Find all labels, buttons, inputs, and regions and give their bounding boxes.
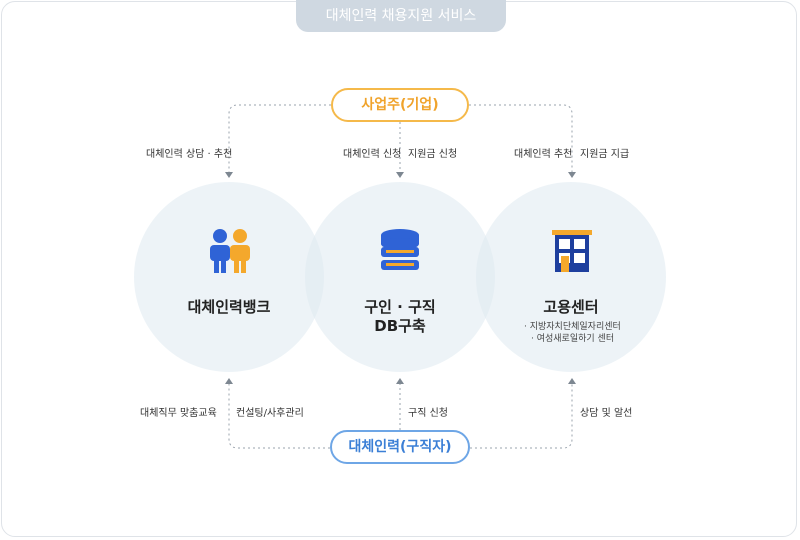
circle-center	[476, 182, 666, 372]
building-icon	[552, 230, 592, 272]
label-top-right-right: 지원금 지급	[580, 149, 630, 160]
arrow-up-left-icon	[225, 378, 233, 384]
node-bank-title: 대체인력뱅크	[187, 298, 271, 316]
employer-pill: 사업주(기업)	[331, 88, 469, 122]
label-bottom-right: 상담 및 알선	[580, 408, 633, 419]
label-top-right-left: 대체인력 추천	[514, 149, 573, 160]
node-center-title: 고용센터	[543, 298, 599, 316]
circle-bank	[134, 182, 324, 372]
arrow-up-right-icon	[568, 378, 576, 384]
node-center-sub1: · 지방자치단체일자리센터	[524, 322, 621, 332]
label-bottom-center: 구직 신청	[408, 408, 448, 419]
label-top-center-right: 지원금 신청	[408, 149, 458, 160]
database-icon	[381, 229, 419, 270]
page-title: 대체인력 채용지원 서비스	[296, 0, 506, 32]
label-top-center-left: 대체인력 신청	[343, 149, 402, 160]
label-bottom-left-left: 대체직무 맞춤교육	[140, 408, 217, 419]
arrow-down-center-icon	[396, 172, 404, 178]
circle-db	[305, 182, 495, 372]
node-db-title-line2: DB구축	[374, 317, 426, 335]
node-center-sub2: · 여성새로일하기 센터	[531, 334, 615, 344]
arrow-up-center-icon	[396, 378, 404, 384]
label-top-left: 대체인력 상담 · 추천	[146, 149, 233, 160]
arrow-down-right-icon	[568, 172, 576, 178]
arrow-down-left-icon	[225, 172, 233, 178]
worker-pill: 대체인력(구직자)	[330, 430, 470, 464]
node-db-title-line1: 구인 · 구직	[364, 298, 436, 316]
label-bottom-left-right: 컨설팅/사후관리	[236, 408, 304, 419]
people-icon	[210, 229, 250, 273]
